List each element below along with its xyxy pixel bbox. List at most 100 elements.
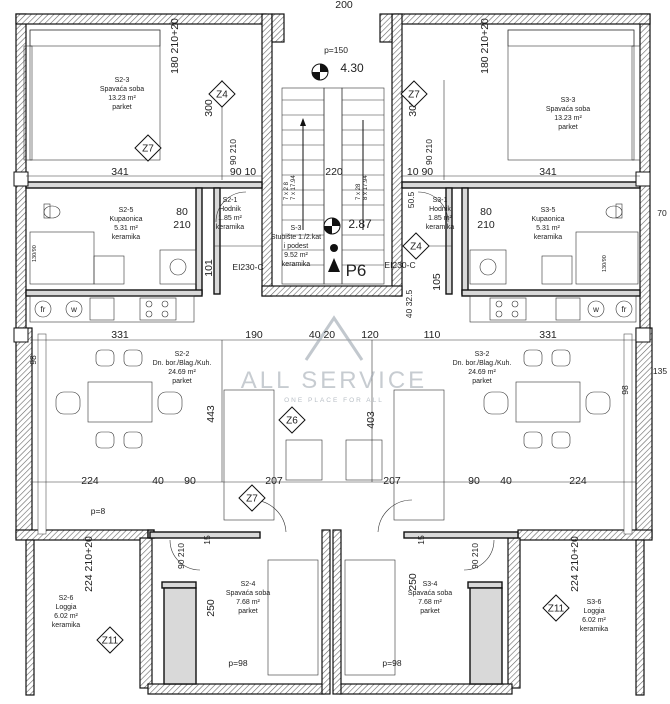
section-marker bbox=[328, 244, 340, 272]
window-tag-z7-left: Z7 bbox=[134, 134, 162, 162]
svg-text:Z7: Z7 bbox=[408, 90, 420, 101]
stair-core-walls bbox=[261, 13, 403, 297]
watermark: ALL SERVICE ONE PLACE FOR ALL bbox=[241, 315, 427, 404]
slope-p8: p=8 bbox=[91, 506, 106, 516]
dim-120: 120 bbox=[361, 329, 379, 341]
dim-50-5: 50.5 bbox=[406, 191, 416, 208]
dim-105: 105 bbox=[431, 273, 443, 291]
dim-224-left: 224 bbox=[81, 475, 99, 487]
dim-15-left: 15 bbox=[202, 535, 212, 545]
dim-90-10: 90 10 bbox=[230, 166, 256, 178]
slope-p98-left: p=98 bbox=[228, 658, 247, 668]
partitions bbox=[25, 181, 641, 685]
window-tag-z7-mid: Z7 bbox=[238, 484, 266, 512]
slope-label: p=150 bbox=[324, 45, 348, 55]
annotations: 200 p=150 4.30 2.87 P6 EI230-C EI230-C p… bbox=[28, 0, 667, 668]
cabinet-left-label: 130/90 bbox=[32, 245, 38, 262]
dim-90-left: 90 bbox=[184, 475, 196, 487]
dim-135: 135 bbox=[653, 366, 667, 376]
dim-90-210-left: 90 210 bbox=[176, 543, 186, 569]
dim-341-left: 341 bbox=[111, 166, 129, 178]
watermark-title: ALL SERVICE bbox=[241, 367, 427, 394]
dim-224-right: 224 bbox=[569, 475, 587, 487]
dim-180-210-right: 180 210+20 bbox=[479, 18, 491, 74]
dim-15-right: 15 bbox=[416, 535, 426, 545]
appliance-labels: fr w w fr bbox=[41, 305, 627, 314]
bed-left-bottom bbox=[267, 559, 319, 676]
dim-224-210-right: 224 210+20 bbox=[569, 536, 581, 592]
level-label: 4.30 bbox=[340, 61, 364, 75]
dim-90-right: 90 bbox=[468, 475, 480, 487]
svg-text:Z6: Z6 bbox=[286, 416, 298, 427]
bed-left-top bbox=[23, 29, 161, 161]
stair-count-left: 7 x 2 87 x 17.94 bbox=[284, 175, 297, 200]
svg-text:Z11: Z11 bbox=[102, 636, 119, 647]
svg-text:Z7: Z7 bbox=[142, 144, 154, 155]
stair-count-right: 7 x 288 x 17.94 bbox=[356, 175, 369, 200]
window-tag-z4-left: Z4 bbox=[208, 80, 236, 108]
stair-height-label: 2.87 bbox=[348, 217, 372, 231]
dim-250-right: 250 bbox=[407, 573, 419, 591]
dining-left bbox=[55, 349, 183, 449]
watermark-subtitle: ONE PLACE FOR ALL bbox=[284, 397, 384, 404]
dim-40-32-5: 40 32.5 bbox=[404, 290, 414, 319]
dimension-lines bbox=[26, 80, 640, 483]
level-marker-top bbox=[311, 63, 329, 81]
svg-text:Z4: Z4 bbox=[216, 90, 228, 101]
washer-icon-right: w bbox=[592, 305, 599, 314]
fire-rating-left: EI230-C bbox=[232, 262, 263, 272]
sofas bbox=[223, 389, 445, 521]
dim-80-left: 80 bbox=[176, 206, 188, 218]
level-marker-stair bbox=[323, 217, 341, 235]
dim-190: 190 bbox=[245, 329, 263, 341]
dim-98-right: 98 bbox=[620, 385, 630, 395]
bed-right-top bbox=[507, 29, 641, 161]
dim-110: 110 bbox=[424, 329, 441, 341]
dim-40-right: 40 bbox=[500, 475, 512, 487]
kitchen-right bbox=[469, 295, 637, 323]
dim-40-left: 40 bbox=[152, 475, 164, 487]
window-tag-z4-right: Z4 bbox=[402, 232, 430, 260]
window-tag-z11-left: Z11 bbox=[96, 626, 124, 654]
dim-98-left: 98 bbox=[28, 355, 38, 365]
dim-250-left: 250 bbox=[205, 599, 217, 617]
dim-90-210-right: 90 210 bbox=[470, 543, 480, 569]
bathroom-left-fixtures bbox=[29, 203, 197, 285]
svg-text:Z7: Z7 bbox=[246, 494, 258, 505]
stair-flights bbox=[281, 87, 385, 285]
bathroom-right-fixtures bbox=[469, 203, 639, 285]
dim-331-left: 331 bbox=[111, 329, 129, 341]
dim-207-right: 207 bbox=[383, 475, 401, 487]
washer-icon: w bbox=[70, 305, 77, 314]
window-tag-z11-right: Z11 bbox=[542, 594, 570, 622]
dim-40-20: 40 20 bbox=[309, 329, 335, 341]
dim-300-left: 300 bbox=[203, 99, 215, 117]
dim-70: 70 bbox=[657, 208, 667, 218]
fridge-icon: fr bbox=[41, 305, 46, 314]
kitchen-left bbox=[29, 295, 195, 323]
fridge-icon-right: fr bbox=[622, 305, 627, 314]
dim-224-210-left: 224 210+20 bbox=[83, 536, 95, 592]
dim-210-right: 210 bbox=[477, 219, 495, 231]
window-tag-z6: Z6 bbox=[278, 406, 306, 434]
svg-text:Z11: Z11 bbox=[548, 604, 565, 615]
bed-right-bottom bbox=[344, 559, 396, 676]
dim-331-right: 331 bbox=[539, 329, 557, 341]
window-tag-z7-right: Z7 bbox=[400, 80, 428, 108]
window-marks bbox=[13, 171, 651, 535]
cabinet-right-label: 130/90 bbox=[602, 255, 608, 272]
